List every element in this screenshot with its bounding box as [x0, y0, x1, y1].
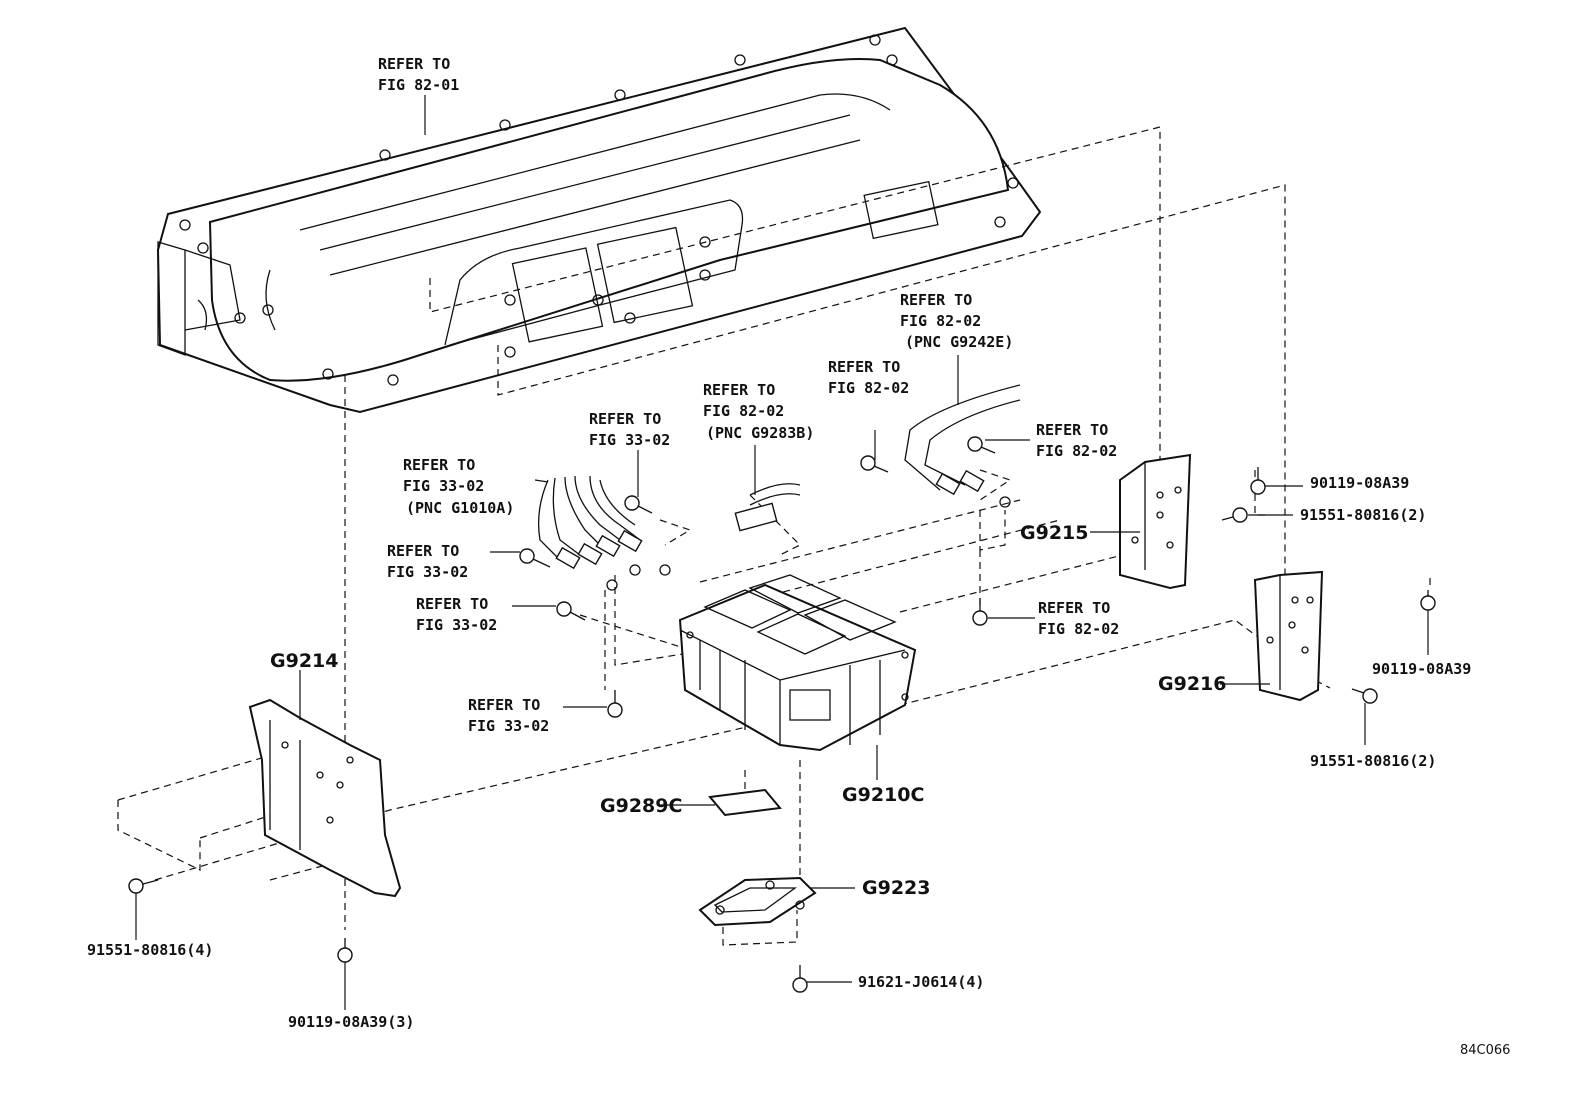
svg-text:(PNC G9283B): (PNC G9283B): [706, 424, 814, 442]
svg-text:(PNC G9242E): (PNC G9242E): [905, 333, 1013, 351]
svg-text:FIG 82-02: FIG 82-02: [828, 379, 909, 397]
part-number-91551-80816-left[interactable]: 91551-80816(4): [87, 941, 213, 959]
svg-text:REFER TO: REFER TO: [900, 291, 972, 309]
svg-text:REFER TO: REFER TO: [589, 410, 661, 428]
bolt-icon: [1250, 467, 1266, 495]
svg-text:REFER TO: REFER TO: [703, 381, 775, 399]
base-plate-illustration: [698, 876, 817, 927]
part-code-g9216[interactable]: G9216: [1158, 673, 1226, 695]
bolt-icon: [337, 938, 353, 963]
leader-lines: [135, 95, 1429, 1010]
bolt-icon: [1221, 507, 1248, 523]
svg-text:FIG 33-02: FIG 33-02: [468, 717, 549, 735]
bolt-icon: [519, 548, 551, 568]
part-code-g9214[interactable]: G9214: [270, 650, 338, 672]
cables-left: [537, 475, 671, 591]
svg-text:REFER TO: REFER TO: [378, 55, 450, 73]
bolt-icon: [607, 690, 623, 718]
svg-text:REFER TO: REFER TO: [403, 456, 475, 474]
refer-label-fig-33-02-b: REFER TO FIG 33-02: [387, 542, 468, 581]
refer-label-fig-33-02-d: REFER TO FIG 33-02: [468, 696, 549, 735]
refer-label-pnc-g9242e: REFER TO FIG 82-02 (PNC G9242E): [900, 291, 1013, 351]
bolt-icon: [972, 598, 988, 626]
part-number-91551-80816-right[interactable]: 91551-80816(2): [1310, 752, 1436, 770]
refer-label-pnc-g1010a: REFER TO FIG 33-02 (PNC G1010A): [403, 456, 514, 517]
svg-text:REFER TO: REFER TO: [1036, 421, 1108, 439]
svg-text:REFER TO: REFER TO: [387, 542, 459, 560]
part-number-91621-j0614[interactable]: 91621-J0614(4): [858, 973, 984, 991]
part-code-g9215[interactable]: G9215: [1020, 522, 1088, 544]
svg-text:FIG 33-02: FIG 33-02: [387, 563, 468, 581]
svg-text:(PNC G1010A): (PNC G1010A): [406, 499, 514, 517]
pad-illustration: [708, 788, 782, 817]
svg-text:FIG 82-02: FIG 82-02: [703, 402, 784, 420]
bolt-icon: [556, 601, 586, 621]
bolts: [128, 436, 1436, 993]
svg-text:REFER TO: REFER TO: [1038, 599, 1110, 617]
upper-housing-illustration: [156, 26, 1042, 414]
part-code-g9223[interactable]: G9223: [862, 877, 930, 899]
refer-label-fig-82-02-c: REFER TO FIG 82-02: [1038, 599, 1119, 638]
svg-text:REFER TO: REFER TO: [416, 595, 488, 613]
svg-text:FIG 33-02: FIG 33-02: [589, 431, 670, 449]
control-unit-illustration: [678, 574, 917, 752]
rim-bolt-holes: [179, 34, 1019, 386]
refer-label-fig-82-02-b: REFER TO FIG 82-02: [1036, 421, 1117, 460]
cables-right: [904, 384, 1021, 508]
refer-label-fig-33-02-c: REFER TO FIG 33-02: [416, 595, 497, 634]
bolt-icon: [1351, 688, 1378, 704]
bolt-icon: [128, 878, 159, 894]
figure-id: 84C066: [1460, 1043, 1510, 1058]
refer-label-fig-82-02-a: REFER TO FIG 82-02: [828, 358, 909, 397]
bracket-g9214-illustration: [248, 698, 402, 898]
refer-label-fig-82-01-top: REFER TO FIG 82-01: [378, 55, 459, 94]
refer-label-pnc-g9283b: REFER TO FIG 82-02 (PNC G9283B): [703, 381, 814, 442]
bolt-icon: [1420, 590, 1436, 611]
bolt-icon: [792, 965, 808, 993]
svg-text:FIG 33-02: FIG 33-02: [403, 477, 484, 495]
refer-label-fig-33-02-a: REFER TO FIG 33-02: [589, 410, 670, 449]
part-code-g9289c[interactable]: G9289C: [600, 795, 682, 817]
svg-text:REFER TO: REFER TO: [468, 696, 540, 714]
svg-text:FIG 82-01: FIG 82-01: [378, 76, 459, 94]
bolt-icon: [967, 436, 996, 454]
part-code-g9210c[interactable]: G9210C: [842, 784, 924, 806]
part-number-91551-80816-upper[interactable]: 91551-80816(2): [1300, 506, 1426, 524]
connector-g9283b: [734, 483, 801, 532]
svg-text:FIG 82-02: FIG 82-02: [1036, 442, 1117, 460]
part-number-90119-08a39-bottom[interactable]: 90119-08A39(3): [288, 1013, 414, 1031]
bracket-g9215-illustration: [1119, 453, 1192, 590]
svg-text:FIG 82-02: FIG 82-02: [1038, 620, 1119, 638]
bolt-icon: [624, 495, 653, 514]
svg-text:REFER TO: REFER TO: [828, 358, 900, 376]
part-number-90119-08a39-right[interactable]: 90119-08A39: [1372, 660, 1471, 678]
svg-text:FIG 82-02: FIG 82-02: [900, 312, 981, 330]
bolt-icon: [860, 455, 889, 473]
bracket-g9216-illustration: [1253, 570, 1324, 702]
part-number-90119-08a39-upper[interactable]: 90119-08A39: [1310, 474, 1409, 492]
svg-text:FIG 33-02: FIG 33-02: [416, 616, 497, 634]
